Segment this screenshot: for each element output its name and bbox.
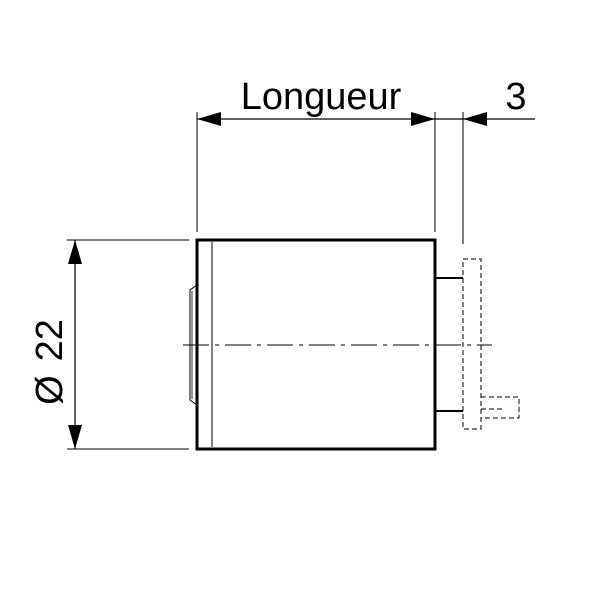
- cylinder-body: [189, 238, 437, 451]
- offset-dimension: 3: [435, 76, 535, 244]
- diameter-arrow-bottom: [68, 425, 82, 449]
- cylinder-outline: [195, 238, 437, 451]
- length-arrow-left: [197, 112, 221, 126]
- diameter-symbol: Ø: [29, 375, 71, 405]
- svg-text:Ø22: Ø 22: [29, 319, 71, 405]
- length-arrow-right: [411, 112, 435, 126]
- cam-plate-outline: [462, 258, 482, 430]
- offset-arrow-left: [463, 112, 487, 126]
- diameter-arrow-top: [68, 240, 82, 264]
- offset-label: 3: [505, 76, 526, 118]
- diameter-dimension: Ø 22: [29, 239, 189, 450]
- cam-plate-dashed: [462, 258, 520, 430]
- diameter-value: 22: [29, 319, 71, 361]
- length-dimension: Longueur: [196, 76, 436, 232]
- cam-pins: [435, 277, 463, 412]
- length-label: Longueur: [241, 76, 402, 118]
- cam-tab-outline: [481, 396, 520, 419]
